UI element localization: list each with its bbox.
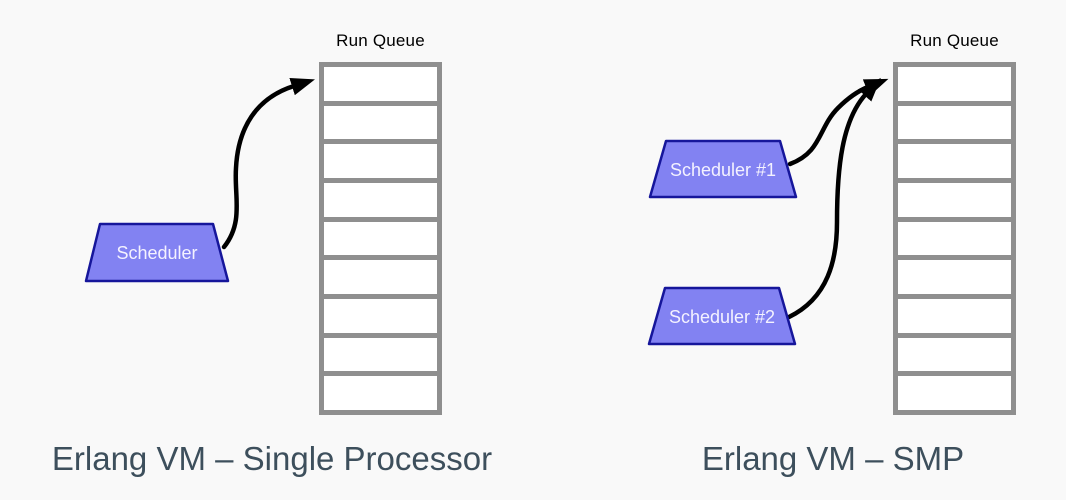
run-queue-slot: [324, 337, 437, 372]
run-queue-slot: [898, 183, 1011, 217]
scheduler-2-shape: [647, 286, 797, 346]
right-caption: Erlang VM – SMP: [701, 440, 965, 477]
run-queue-slot: [898, 376, 1011, 411]
left-run-queue: [319, 62, 442, 415]
scheduler-shape: [84, 222, 230, 283]
run-queue-slot: [898, 144, 1011, 179]
run-queue-slot: [324, 299, 437, 333]
scheduler-2: Scheduler #2: [647, 286, 797, 346]
left-run-queue-label: Run Queue: [336, 31, 425, 50]
run-queue-slot: [898, 67, 1011, 101]
scheduler-1: Scheduler #1: [648, 139, 798, 199]
run-queue-slot: [324, 144, 437, 179]
run-queue-slot: [324, 105, 437, 140]
run-queue-slot: [324, 260, 437, 295]
scheduler-2-label: Scheduler #2: [669, 307, 775, 327]
run-queue-slot: [324, 376, 437, 411]
arrow-scheduler2-to-queue: [786, 77, 881, 320]
scheduler-single: Scheduler: [84, 222, 230, 283]
run-queue-slot: [324, 67, 437, 101]
right-run-queue-label: Run Queue: [910, 31, 999, 50]
run-queue-slot: [898, 105, 1011, 140]
left-caption: Erlang VM – Single Processor: [51, 440, 493, 477]
scheduler-1-label: Scheduler #1: [670, 160, 776, 180]
scheduler-1-shape: [648, 139, 798, 199]
run-queue-slot: [898, 221, 1011, 256]
run-queue-slot: [898, 299, 1011, 333]
scheduler-label: Scheduler: [116, 243, 197, 263]
right-run-queue: [893, 62, 1016, 415]
run-queue-slot: [324, 183, 437, 217]
arrow-scheduler1-to-queue: [787, 78, 889, 167]
run-queue-slot: [898, 260, 1011, 295]
run-queue-slot: [324, 221, 437, 256]
arrow-left-scheduler-to-queue: [221, 78, 315, 250]
run-queue-slot: [898, 337, 1011, 372]
